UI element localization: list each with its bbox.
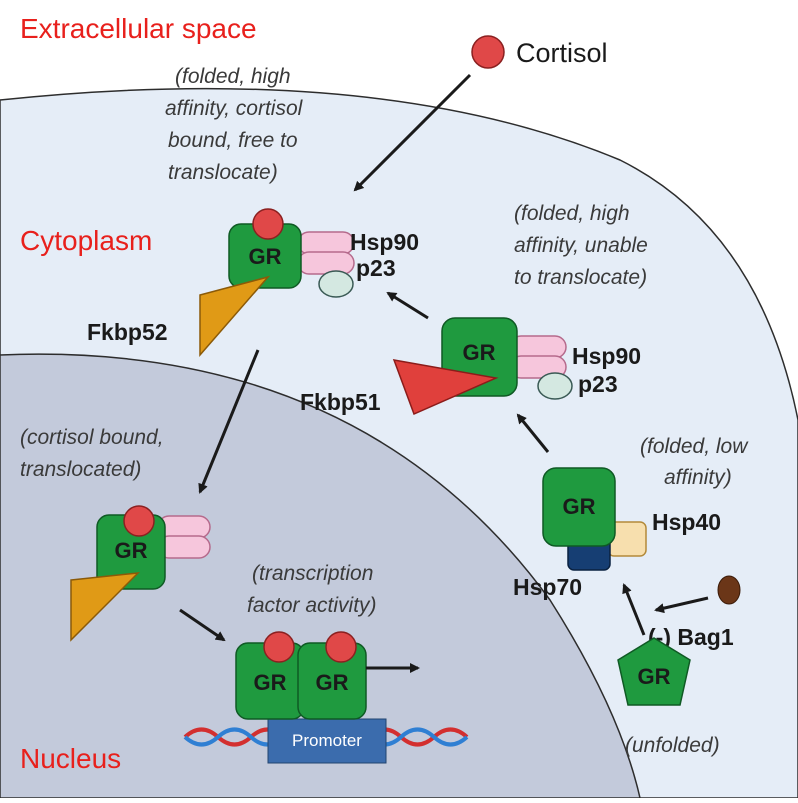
arrow-hsp70-to-fkbp51 [516,413,550,453]
gr-label: GR [638,664,671,689]
unfolded-gr-shape [617,637,691,706]
gr-label: GR [249,244,282,269]
note-fkbp51-complex: (folded, high affinity, unable to transl… [514,202,654,289]
hsp90-lobe-bottom [297,251,355,275]
hsp70-label: Hsp70 [513,574,582,600]
cortisol-bound-icon [325,631,357,663]
arrow-bag1-inhibition [654,596,709,614]
extracellular-space-label: Extracellular space [20,13,257,44]
note-low-affinity: (folded, low affinity) [640,435,753,489]
hsp90-p23-label-2: Hsp90 p23 [572,343,647,397]
note-translocated: (cortisol bound, translocated) [20,426,169,481]
nuclear-gr-complex: GR [70,505,211,642]
arrow-unfolded-to-hsp70 [622,583,646,636]
cortisol-label: Cortisol [516,38,608,68]
nucleus-label: Nucleus [20,743,121,774]
fkbp51-label: Fkbp51 [300,389,381,415]
arrow-translocation [198,349,260,494]
cortisol-bound-icon [123,505,155,537]
bag1-shape [717,575,741,605]
hsp90-lobe-bottom [157,535,211,559]
gr-hsp40-hsp70-complex: GR [542,467,647,571]
fkbp51-shape [392,359,499,416]
nucleus [0,353,641,799]
promoter-box [267,718,387,764]
gr-fkbp52-hsp90-complex: GR [199,208,355,358]
fkbp52-shape [199,275,271,358]
fkbp52-label: Fkbp52 [87,319,168,345]
arrow-fkbp51-to-fkbp52 [386,291,429,320]
gr-fkbp51-hsp90-complex: GR [392,317,573,416]
gr-receptor-shape [542,467,616,547]
gr-label: GR [115,538,148,563]
gr-label: GR [316,670,349,695]
hsp90-lobe-top [509,335,567,359]
hsp90-lobe-top [157,515,211,539]
note-unfolded: (unfolded) [625,734,720,757]
gr-label: GR [563,494,596,519]
arrow-to-dimer [179,608,226,642]
promoter-label: Promoter [292,731,362,750]
cortisol-entry-arrow [353,73,472,192]
note-mature-complex: (folded, high affinity, cortisol bound, … [165,65,308,184]
cortisol-legend-icon [471,35,505,69]
cytoplasm-label: Cytoplasm [20,225,152,256]
gr-label: GR [463,340,496,365]
fkbp52-shape [70,572,141,642]
gr-dimer: GR GR [235,631,367,720]
unfolded-gr: GR [617,637,691,706]
cortisol-bound-icon [252,208,284,240]
p23-shape [318,270,354,298]
cortisol-bound-icon [263,631,295,663]
hsp90-p23-label-1: Hsp90 p23 [350,229,425,281]
hsp90-lobe-top [297,231,355,255]
gr-label: GR [254,670,287,695]
note-transcription: (transcription factor activity) [247,562,379,617]
hsp40-label: Hsp40 [652,509,721,535]
p23-shape [537,372,573,400]
